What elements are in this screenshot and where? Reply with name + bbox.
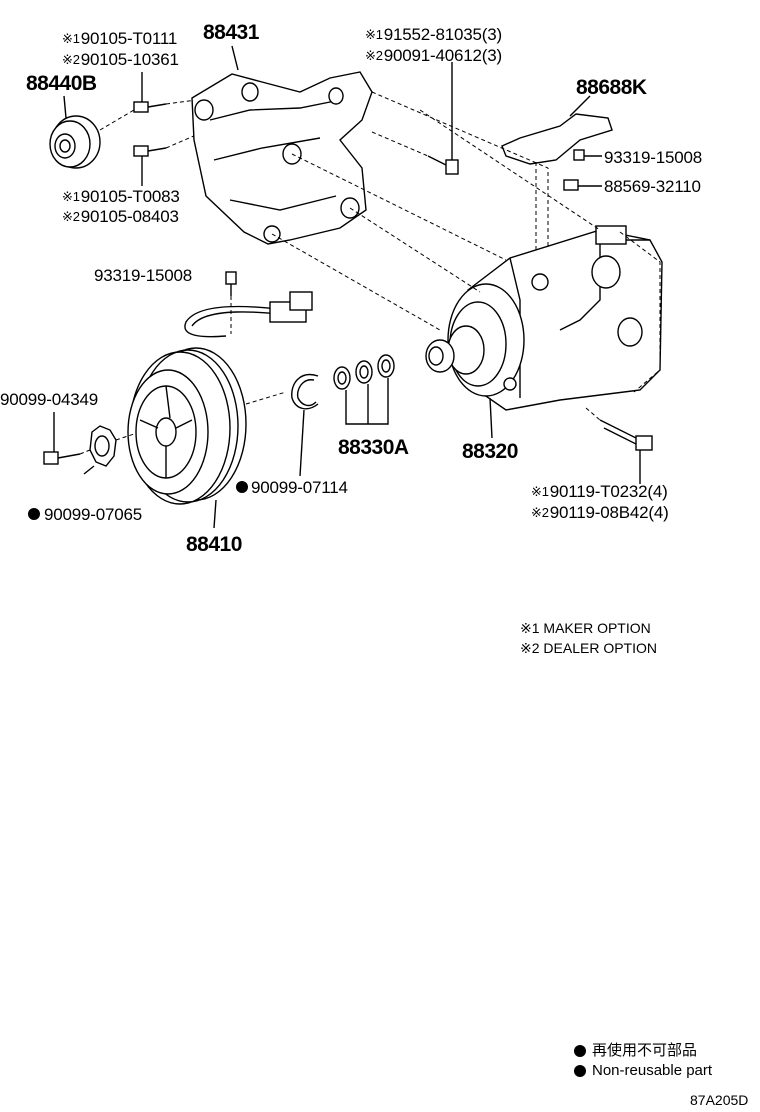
part-label-wire-screw: 93319-15008	[94, 266, 193, 285]
part-label-clutch-bolt: 90099-04349	[0, 390, 99, 409]
part-label-bracket-bolt-bot-maker: ※190105-T0083	[62, 187, 180, 206]
bracket-bolts-drawing	[99, 72, 197, 186]
part-label-comp-bolt-maker: ※190119-T0232(4)	[531, 482, 668, 501]
bracket-to-engine-bolt-drawing	[371, 62, 459, 175]
part-label-bracket: 88431	[203, 21, 259, 44]
legend-non-reusable-en: Non-reusable part	[592, 1062, 713, 1079]
part-label-bolt3-dealer: ※290091-40612(3)	[365, 46, 502, 65]
part-label-cover-bracket: 88688K	[576, 76, 647, 99]
part-label-clutch-washer: 90099-07065	[44, 505, 143, 524]
part-label-idler-pulley: 88440B	[26, 72, 97, 95]
part-label-clamp: 88569-32110	[604, 177, 701, 196]
part-label-compressor: 88320	[462, 440, 518, 463]
shims-drawing	[333, 354, 395, 425]
magnetic-clutch-drawing	[127, 347, 287, 529]
part-label-bracket-bolt-top-maker: ※190105-T0111	[62, 29, 178, 48]
cover-bracket-drawing	[501, 95, 613, 191]
note-maker-option: ※1 MAKER OPTION	[520, 620, 651, 636]
part-label-bracket-bolt-top-dealer: ※290105-10361	[62, 50, 179, 69]
part-label-bolt3-maker: ※191552-81035(3)	[365, 25, 502, 44]
assembly-guide-lines	[271, 91, 601, 331]
part-label-bracket-bolt-bot-dealer: ※290105-08403	[62, 207, 179, 226]
part-label-comp-bolt-dealer: ※290119-08B42(4)	[531, 503, 669, 522]
bracket-drawing	[191, 45, 373, 245]
note-dealer-option: ※2 DEALER OPTION	[520, 640, 657, 656]
compressor-drawing	[425, 160, 663, 439]
part-label-snap-ring: 90099-07114	[251, 478, 348, 497]
figure-code: 87A205D	[690, 1092, 749, 1108]
part-label-bracket-screw: 93319-15008	[604, 148, 703, 167]
clutch-bolt-drawing	[43, 412, 135, 475]
idler-pulley-drawing	[49, 95, 101, 169]
wire-harness-drawing	[184, 271, 313, 338]
part-label-clutch: 88410	[186, 533, 242, 556]
legend-non-reusable-jp: 再使用不可部品	[592, 1042, 698, 1059]
compressor-bolt-drawing	[585, 407, 653, 484]
snap-ring-drawing	[291, 373, 319, 477]
part-label-shims: 88330A	[338, 436, 409, 459]
